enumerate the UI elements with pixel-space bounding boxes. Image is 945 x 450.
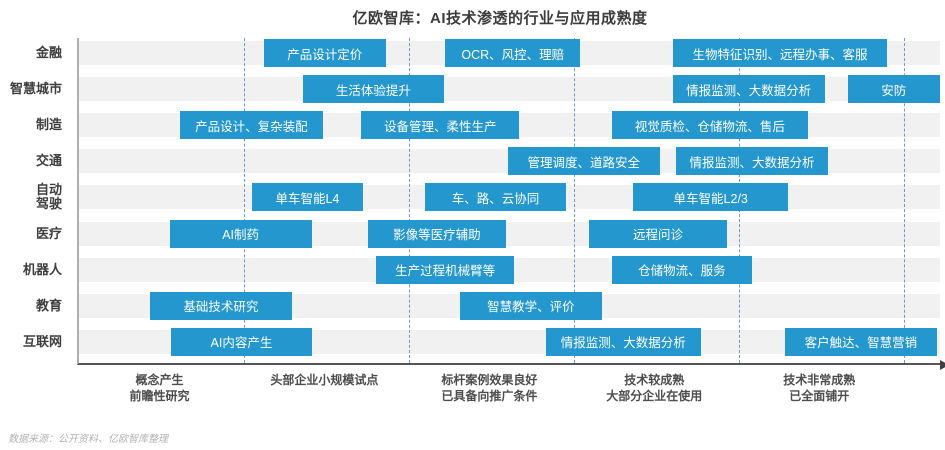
application-bar: 生活体验提升 bbox=[303, 75, 444, 104]
industry-label: 机器人 bbox=[22, 261, 62, 277]
application-bar: AI内容产生 bbox=[171, 327, 312, 356]
chart-title: 亿欧智库：AI技术渗透的行业与应用成熟度 bbox=[352, 10, 648, 27]
stage-divider-line bbox=[408, 38, 410, 363]
application-bar: 生物特征识别、远程办事、客服 bbox=[672, 39, 888, 67]
industry-label: 制造 bbox=[35, 117, 62, 133]
stage-divider-line bbox=[243, 38, 245, 363]
stage-labels: 概念产生 前瞻性研究 头部企业小规模试点 标杆案例效果良好 已具备向推广条件 技术较成… bbox=[77, 372, 938, 414]
stage-divider-line bbox=[573, 38, 575, 363]
stage-divider-line bbox=[903, 38, 905, 363]
application-bar: AI制药 bbox=[169, 219, 312, 248]
application-bar: 情报监测、大数据分析 bbox=[545, 327, 701, 356]
application-bar: 智慧教学、评价 bbox=[460, 291, 602, 320]
application-bar: 基础技术研究 bbox=[149, 291, 292, 320]
application-bar: 情报监测、大数据分析 bbox=[672, 75, 825, 104]
x-axis-arrow-icon bbox=[940, 360, 945, 370]
source-note: 数据来源：公开资料、亿欧智库整理 bbox=[8, 434, 168, 445]
application-bar: 单车智能L2/3 bbox=[633, 183, 789, 212]
maturity-stage-label: 技术非常成熟 已全面铺开 bbox=[783, 373, 856, 403]
industry-label: 金融 bbox=[35, 45, 62, 60]
maturity-stage-label: 头部企业小规模试点 bbox=[270, 373, 379, 387]
application-bar: 远程问诊 bbox=[588, 219, 728, 248]
application-bar: 单车智能L4 bbox=[252, 183, 363, 212]
application-bar: 产品设计定价 bbox=[263, 39, 386, 67]
application-bar: 产品设计、复杂装配 bbox=[179, 111, 324, 140]
industry-label: 教育 bbox=[35, 297, 62, 313]
application-bar: 生产过程机械臂等 bbox=[375, 255, 515, 284]
application-bar: 管理调度、道路安全 bbox=[507, 147, 660, 176]
industry-labels: 金融智慧城市制造交通自动 驾驶医疗机器人教育互联网 bbox=[0, 38, 66, 363]
application-bar: 设备管理、柔性生产 bbox=[361, 111, 520, 140]
application-bar: 影像等医疗辅助 bbox=[367, 219, 507, 248]
maturity-stage-label: 标杆案例效果良好 已具备向推广条件 bbox=[441, 373, 538, 403]
maturity-stage-label: 概念产生 前瞻性研究 bbox=[129, 373, 190, 403]
industry-label: 交通 bbox=[35, 153, 62, 169]
application-bar: 情报监测、大数据分析 bbox=[676, 147, 828, 176]
application-bar: 车、路、云协同 bbox=[425, 183, 566, 212]
application-bar: 仓储物流、服务 bbox=[611, 255, 752, 284]
industry-label: 智慧城市 bbox=[9, 81, 62, 97]
application-bar: OCR、风控、理赔 bbox=[445, 39, 581, 67]
application-bar: 客户触达、智慧营销 bbox=[784, 327, 937, 356]
industry-label: 医疗 bbox=[35, 225, 62, 241]
industry-label: 自动 驾驶 bbox=[35, 182, 62, 212]
application-bar: 安防 bbox=[847, 75, 940, 104]
application-bar: 视觉质检、仓储物流、售后 bbox=[611, 111, 809, 140]
maturity-stage-label: 技术较成熟 大部分企业在使用 bbox=[606, 373, 703, 403]
industry-label: 互联网 bbox=[22, 333, 62, 349]
